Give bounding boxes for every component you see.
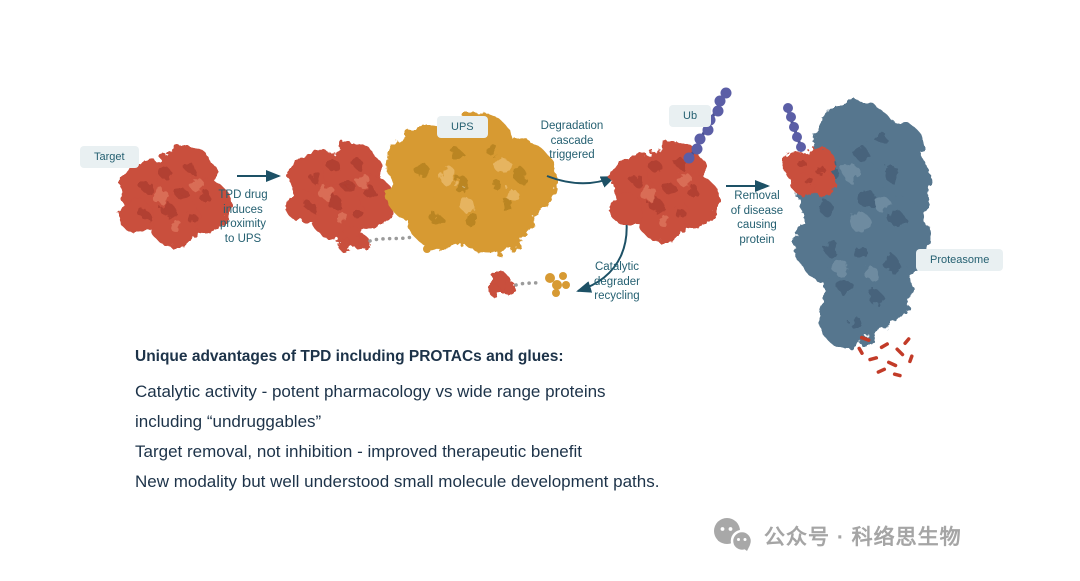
- advantage-item-catalytic: Catalytic activity - potent pharmacology…: [135, 382, 606, 431]
- ubiquitin-chain-proteasome: [783, 103, 806, 152]
- tpd-drug-annotation: TPD drug induces proximity to UPS: [218, 189, 268, 245]
- advantages-heading: Unique advantages of TPD including PROTA…: [135, 348, 564, 365]
- linker-chain: [368, 235, 414, 243]
- watermark: 公众号 · 科络思生物: [712, 517, 962, 555]
- wechat-icon: [714, 518, 754, 553]
- proteasome-blob: [794, 101, 931, 348]
- advantages-section: Unique advantages of TPD including PROTA…: [135, 346, 775, 497]
- linker-chain: [514, 280, 544, 287]
- ub-label-pill: Ub: [669, 105, 712, 128]
- ups-complex-blob: [387, 112, 557, 255]
- watermark-text: 公众号 · 科络思生物: [764, 526, 962, 549]
- target-protein-with-drug-blob: [286, 142, 395, 239]
- ups-label-pill: UPS: [437, 116, 488, 139]
- advantage-item-modality: New modality but well understood small m…: [135, 472, 660, 491]
- peptide-fragments: [857, 335, 914, 378]
- cascade-annotation: Degradation cascade triggered: [540, 120, 604, 162]
- target-label-pill: Target: [80, 146, 139, 169]
- target-protein-blob: [119, 145, 231, 246]
- proteasome-label-pill: Proteasome: [916, 249, 1004, 272]
- arrow-cascade: [546, 175, 616, 188]
- advantage-item-removal: Target removal, not inhibition - improve…: [135, 442, 582, 461]
- recycling-annotation: Catalytic degrader recycling: [593, 261, 641, 303]
- ubiquitinated-protein-blob: [610, 141, 719, 241]
- removal-annotation: Removal of disease causing protein: [730, 190, 784, 246]
- captured-protein-blob: [784, 147, 836, 196]
- recycled-degrader-molecule: [488, 272, 570, 297]
